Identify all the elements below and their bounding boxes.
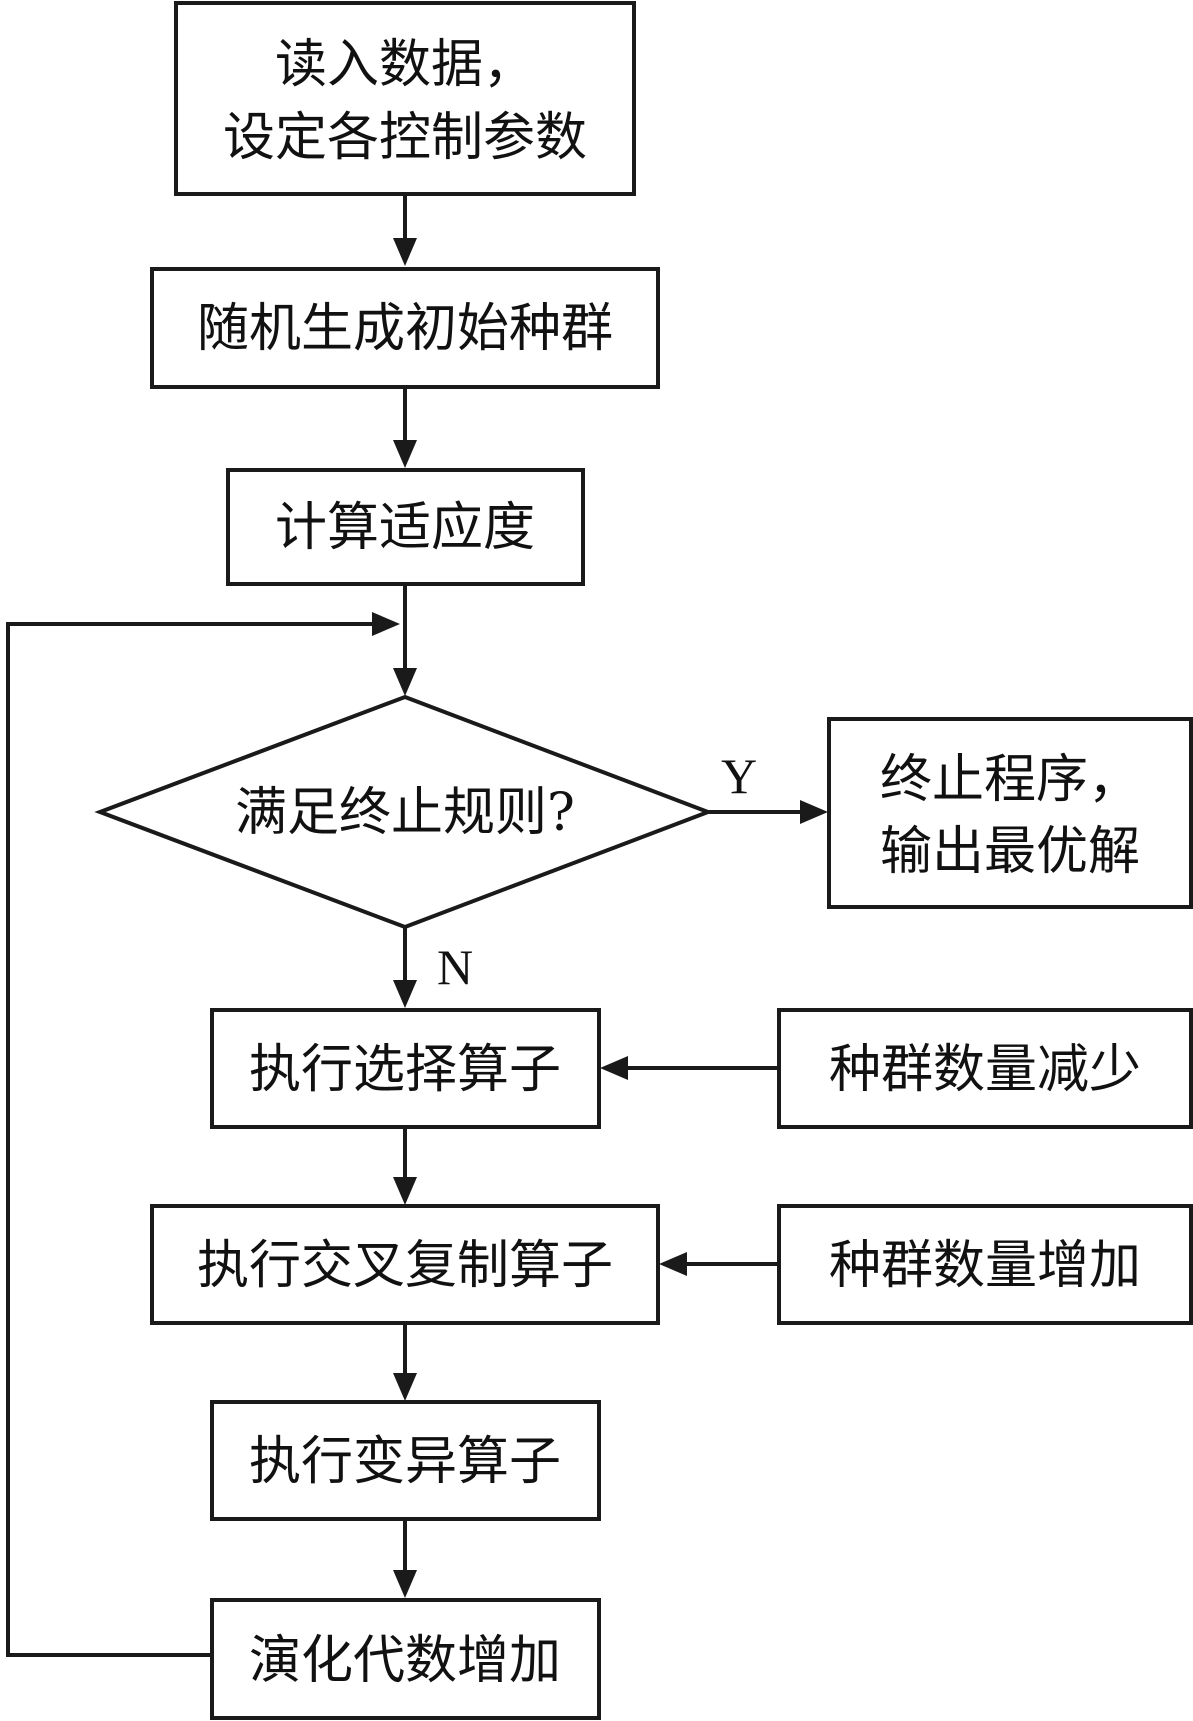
- loop-back-arrow: [6, 612, 400, 1657]
- decision-label: 满足终止规则?: [235, 783, 575, 843]
- population-increase-label: 种群数量增加: [829, 1236, 1141, 1296]
- no-label: N: [437, 939, 473, 995]
- generation-increase-node: 演化代数增加: [210, 1598, 601, 1720]
- terminate-line1: 终止程序，: [880, 750, 1140, 810]
- mutation-label: 执行变异算子: [249, 1432, 561, 1492]
- init-population-label: 随机生成初始种群: [197, 299, 613, 359]
- arrow-fitness-to-decision: [393, 584, 417, 696]
- arrow-decrease-to-selection: [600, 1056, 779, 1080]
- population-decrease-label: 种群数量减少: [829, 1040, 1141, 1100]
- population-increase-node: 种群数量增加: [777, 1204, 1193, 1325]
- selection-label: 执行选择算子: [249, 1040, 561, 1100]
- init-population-node: 随机生成初始种群: [150, 267, 660, 389]
- arrow-increase-to-crossover: [659, 1252, 779, 1276]
- crossover-label: 执行交叉复制算子: [197, 1236, 613, 1296]
- compute-fitness-node: 计算适应度: [226, 468, 585, 586]
- mutation-node: 执行变异算子: [210, 1400, 601, 1521]
- compute-fitness-label: 计算适应度: [275, 498, 535, 558]
- start-node-line1: 读入数据，: [275, 35, 535, 95]
- arrow-crossover-to-mutation: [393, 1323, 417, 1401]
- yes-label: Y: [721, 748, 757, 804]
- yes-branch: Y: [708, 748, 828, 824]
- start-node-line2: 设定各控制参数: [223, 108, 587, 168]
- arrow-start-to-init: [393, 194, 417, 266]
- no-branch: N: [393, 927, 473, 1008]
- selection-node: 执行选择算子: [210, 1008, 601, 1129]
- population-decrease-node: 种群数量减少: [777, 1008, 1193, 1129]
- terminate-node: 终止程序， 输出最优解: [827, 717, 1193, 909]
- generation-increase-label: 演化代数增加: [249, 1631, 561, 1691]
- start-node: 读入数据， 设定各控制参数: [174, 1, 636, 196]
- arrow-init-to-fitness: [393, 387, 417, 468]
- arrow-selection-to-crossover: [393, 1127, 417, 1205]
- decision-node: 满足终止规则?: [94, 694, 714, 930]
- crossover-node: 执行交叉复制算子: [150, 1204, 660, 1325]
- arrow-mutation-to-generation: [393, 1519, 417, 1598]
- terminate-line2: 输出最优解: [880, 822, 1140, 882]
